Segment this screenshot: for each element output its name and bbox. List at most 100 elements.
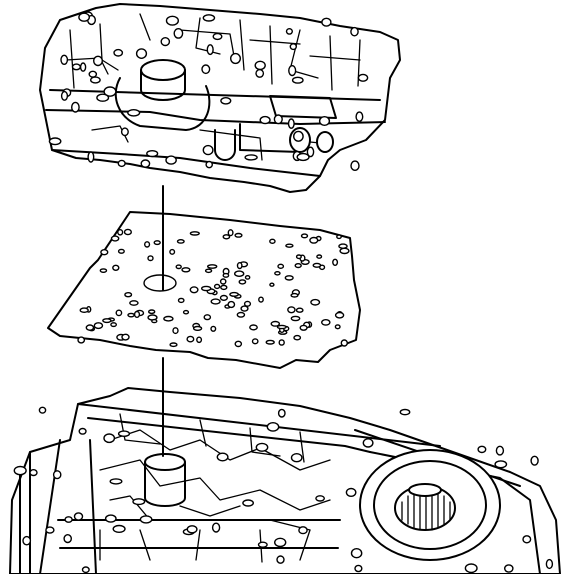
hole [222, 272, 230, 278]
hole [103, 86, 117, 97]
hole [211, 522, 221, 533]
hole [293, 334, 302, 341]
hole [181, 267, 191, 273]
hole [100, 248, 109, 256]
hole [276, 324, 287, 330]
hole [236, 311, 246, 318]
hole [176, 238, 185, 244]
hole [121, 333, 130, 341]
hole [273, 114, 283, 125]
hole [399, 408, 411, 416]
hole [249, 324, 258, 331]
hole [464, 563, 478, 574]
hole [298, 526, 308, 535]
hole [73, 512, 84, 521]
hole [202, 14, 216, 22]
hole [266, 421, 280, 432]
hole [104, 514, 117, 523]
hole [77, 336, 86, 344]
hole [315, 495, 325, 502]
hole [117, 430, 131, 438]
hole [120, 127, 129, 137]
spacer-plate [47, 211, 361, 369]
hole [81, 566, 90, 574]
hole [285, 243, 294, 248]
hole [192, 325, 203, 331]
hole [522, 535, 532, 544]
hole [244, 154, 258, 161]
hole [200, 285, 212, 292]
hole [133, 310, 141, 319]
hole [144, 241, 151, 248]
hole [242, 499, 255, 507]
hole [338, 243, 348, 249]
hole [189, 231, 200, 236]
hole [212, 32, 223, 41]
hole [45, 526, 55, 534]
hole [503, 564, 514, 573]
hole [117, 228, 124, 236]
hole [300, 233, 309, 239]
hole [310, 298, 321, 306]
hole [182, 309, 190, 315]
hole [494, 460, 508, 469]
hole [229, 291, 240, 297]
hole [78, 427, 87, 435]
hole [90, 76, 101, 84]
hole [71, 101, 80, 113]
hole [362, 438, 374, 448]
hole [92, 55, 103, 67]
hole [222, 234, 231, 240]
hole [274, 537, 287, 548]
hole [124, 292, 133, 298]
hole [189, 286, 199, 294]
hole [258, 296, 264, 303]
hole [350, 26, 359, 37]
hole [22, 535, 32, 546]
hole [151, 318, 158, 324]
hole [336, 234, 342, 240]
hole [99, 268, 108, 273]
hole [163, 315, 174, 322]
hole [312, 262, 322, 268]
hole [276, 555, 285, 564]
hole [79, 307, 89, 314]
hole [29, 469, 38, 477]
hole [139, 515, 153, 524]
hole [177, 297, 185, 304]
hole [205, 160, 213, 169]
hole [291, 76, 304, 84]
hole [210, 298, 221, 305]
transmission-case [9, 387, 561, 574]
hole [60, 54, 69, 65]
hole [255, 68, 265, 78]
hole [210, 325, 217, 332]
hole [295, 307, 304, 313]
hole [257, 541, 268, 548]
hole [270, 320, 281, 327]
hole [202, 144, 214, 156]
hole [110, 322, 118, 328]
hole [292, 130, 304, 142]
hole [13, 465, 27, 476]
hole [60, 90, 69, 101]
hole [79, 62, 87, 72]
hole [140, 159, 151, 168]
hole [234, 232, 243, 238]
hole [175, 264, 182, 270]
hole [216, 452, 229, 462]
hole [284, 275, 294, 281]
hole [244, 274, 251, 280]
hole [115, 309, 123, 317]
hole [290, 315, 301, 322]
hole [295, 254, 302, 260]
hole [340, 339, 348, 347]
hole [85, 324, 95, 331]
hole [495, 445, 505, 456]
hole [147, 309, 156, 315]
hole [227, 229, 234, 237]
hole [113, 48, 124, 57]
hole [299, 324, 308, 331]
hole [112, 524, 126, 534]
